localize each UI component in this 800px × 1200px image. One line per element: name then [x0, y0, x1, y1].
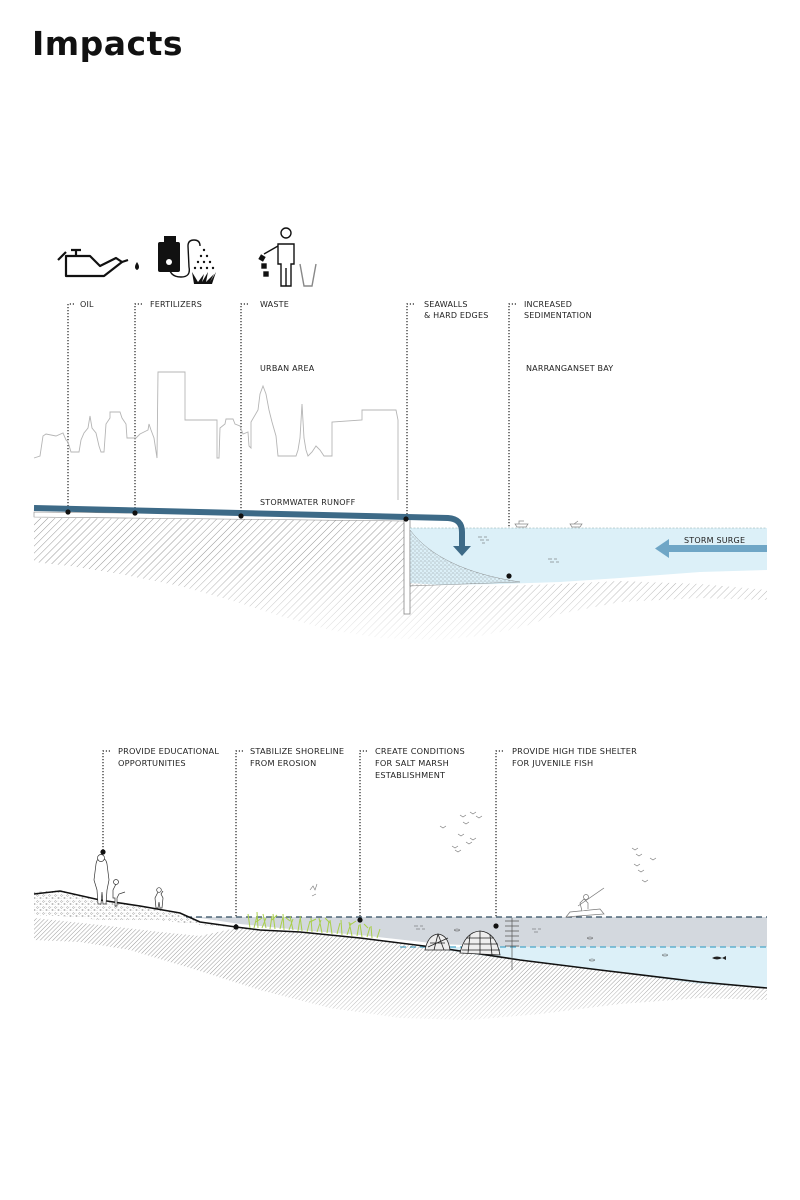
fish-school [478, 536, 559, 563]
callout-education: PROVIDE EDUCATIONAL OPPORTUNITIES [100, 746, 219, 855]
callout-oil: OIL [67, 300, 94, 512]
birds [309, 811, 657, 897]
bay-water [410, 528, 767, 585]
label-waste: WASTE [260, 300, 289, 309]
label-marsh-line1: CREATE CONDITIONS [375, 746, 465, 756]
node-fish-shelter [493, 923, 499, 929]
label-education-line1: PROVIDE EDUCATIONAL [118, 746, 219, 756]
oyster-reef-domes [424, 930, 501, 956]
boats [514, 520, 583, 528]
stormwater-pipe [33, 505, 465, 546]
page-title: Impacts [32, 24, 184, 63]
callout-shoreline: STABILIZE SHORELINE FROM EROSION [235, 746, 344, 926]
label-sedimentation-line2: SEDIMENTATION [524, 311, 592, 320]
node-shoreline [233, 924, 239, 930]
ground-fade-bottom [34, 980, 774, 1040]
fish [414, 925, 668, 962]
label-stormwater-runoff: STORMWATER RUNOFF [260, 498, 356, 507]
label-fertilizers: FERTILIZERS [150, 300, 202, 309]
label-seawalls-line2: & HARD EDGES [424, 311, 488, 320]
callout-sedimentation: INCREASED SEDIMENTATION [508, 300, 592, 576]
callout-waste: WASTE [240, 300, 289, 516]
callout-seawalls: SEAWALLS & HARD EDGES [406, 300, 488, 518]
kayaker [565, 887, 605, 918]
sediment-mound [409, 529, 521, 587]
label-fish-line2: FOR JUVENILE FISH [512, 758, 593, 768]
label-education-line2: OPPORTUNITIES [118, 758, 186, 768]
label-marsh-line2: FOR SALT MARSH [375, 758, 449, 768]
person-littering-icon [258, 227, 317, 287]
gravel-path [34, 890, 236, 927]
label-oil: OIL [80, 300, 94, 309]
tide-marker-post [505, 918, 519, 970]
oil-can-icon [57, 248, 139, 278]
people-figures [93, 854, 164, 909]
pipe-outflow-arrow [453, 546, 471, 556]
label-storm-surge: STORM SURGE [684, 536, 745, 545]
callout-fish-shelter: PROVIDE HIGH TIDE SHELTER FOR JUVENILE F… [495, 746, 637, 926]
label-shoreline-line2: FROM EROSION [250, 758, 316, 768]
label-fish-line1: PROVIDE HIGH TIDE SHELTER [512, 746, 637, 756]
storm-surge-arrow [655, 539, 767, 558]
seawall [403, 517, 411, 615]
callout-nodes-top [65, 509, 512, 579]
large-fish [712, 956, 726, 960]
label-seawalls-line1: SEAWALLS [424, 300, 468, 309]
node-marsh [357, 917, 363, 923]
label-urban-area: URBAN AREA [260, 364, 315, 373]
salt-marsh-grass [247, 911, 381, 939]
callout-fertilizers: FERTILIZERS [134, 300, 202, 512]
urban-skyline [33, 371, 399, 500]
shoreline-profile [33, 890, 768, 989]
callout-salt-marsh: CREATE CONDITIONS FOR SALT MARSH ESTABLI… [359, 746, 465, 920]
label-narraganset-bay: NARRANGANSET BAY [526, 364, 613, 373]
label-shoreline-line1: STABILIZE SHORELINE [250, 746, 344, 756]
label-marsh-line3: ESTABLISHMENT [375, 770, 446, 780]
fertilizer-sprayer-icon [158, 236, 216, 284]
label-sedimentation-line1: INCREASED [524, 300, 572, 309]
